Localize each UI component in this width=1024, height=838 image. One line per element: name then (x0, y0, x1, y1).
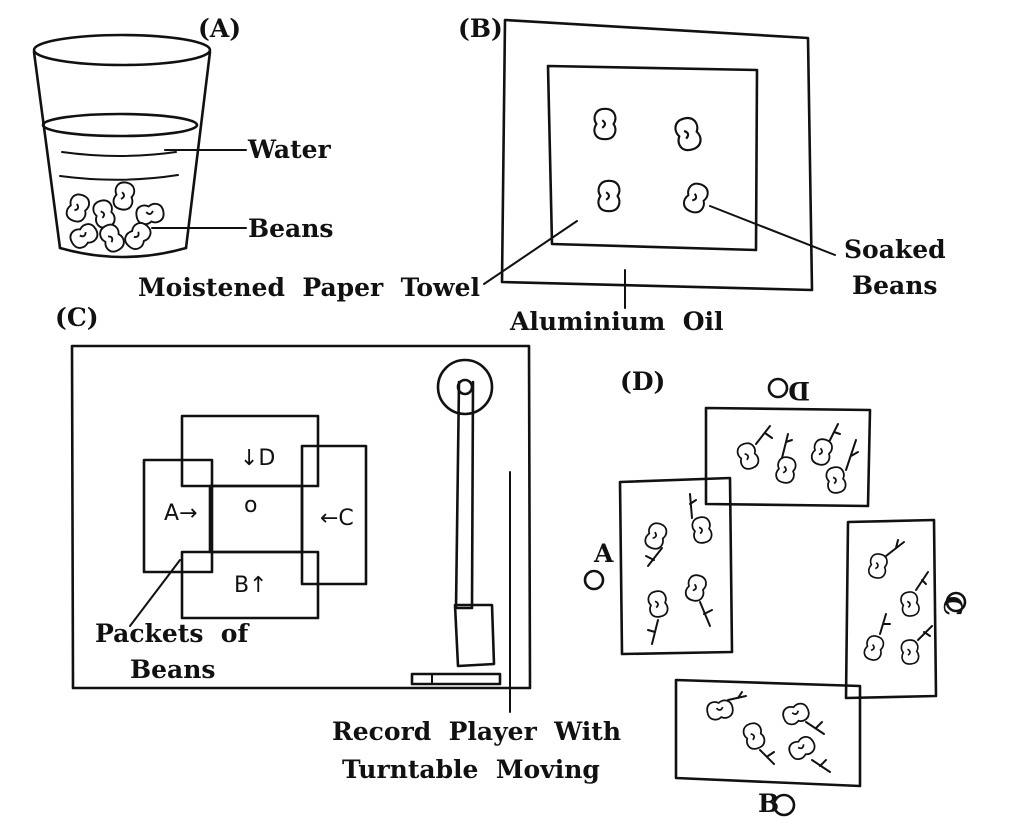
roots-d (755, 423, 859, 471)
soaked-beans-label-line1: Soaked (844, 235, 946, 264)
panel-b-tag: (B) (458, 14, 503, 43)
sprout-box-d (704, 406, 872, 508)
packet-a (142, 458, 214, 574)
packet-a-label: A→ (164, 501, 197, 526)
sprout-box-c (844, 518, 938, 700)
beans-in-glass (63, 180, 166, 256)
packet-d-label: ↓D (240, 446, 275, 471)
beans-label: Beans (248, 214, 334, 243)
side-label-a: A (593, 539, 614, 568)
paper-towel (546, 64, 759, 252)
panel-d: (D) D A (583, 367, 967, 818)
panel-d-tag: (D) (620, 367, 665, 396)
roots-c (879, 539, 933, 641)
side-marker-b (772, 793, 796, 817)
packet-c-label: ←C (320, 506, 354, 531)
panel-c: (C) ↓D ←C B↑ A→ o Packets of Beans Recor… (55, 303, 621, 784)
packet-center (208, 484, 304, 554)
packet-b-label: B↑ (234, 573, 268, 598)
side-label-d: D (788, 376, 810, 405)
sprout-box-b (674, 678, 862, 788)
aluminium-foil (500, 18, 814, 292)
water-label: Water (247, 135, 332, 164)
record-player-base (70, 344, 532, 690)
panel-a: (A) Water Beans (32, 14, 334, 259)
packet-center-mark: o (244, 493, 257, 518)
record-player-label-line2: Turntable Moving (342, 755, 600, 784)
record-player-label-line1: Record Player With (332, 717, 621, 746)
roots-b (727, 691, 831, 773)
soaked-beans-label-line2: Beans (852, 271, 938, 300)
tonearm (410, 358, 502, 686)
sprouts-c (862, 551, 921, 666)
roots-a (645, 493, 713, 645)
side-marker-d (767, 377, 789, 399)
sprouts-a (642, 515, 714, 620)
soaked-beans (593, 107, 712, 216)
panel-b: (B) Moistened Paper Towel Soaked Beans A… (138, 14, 946, 336)
glass (32, 33, 212, 259)
paper-towel-label: Moistened Paper Towel (138, 273, 480, 302)
packets-label-line2: Beans (130, 655, 216, 684)
side-marker-a (583, 569, 605, 591)
side-label-b: B (758, 789, 779, 818)
sprouts-d (734, 436, 848, 496)
packets-label-line1: Packets of (95, 619, 250, 648)
panel-c-tag: (C) (55, 303, 99, 332)
sprout-box-a (618, 476, 734, 656)
foil-label: Aluminium Oil (509, 307, 724, 336)
panel-a-tag: (A) (198, 14, 241, 43)
water (41, 112, 199, 181)
side-marker-c (945, 591, 967, 613)
